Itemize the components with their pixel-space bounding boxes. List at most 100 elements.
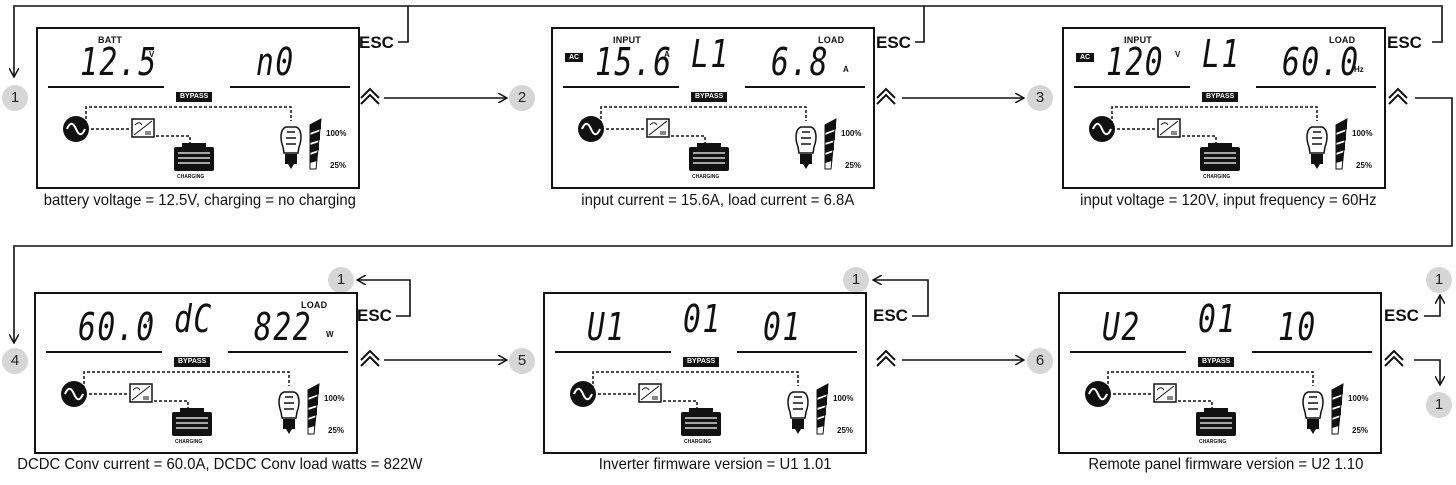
esc-loop-2	[408, 5, 925, 43]
left-unit: A	[664, 50, 670, 59]
esc-button-6[interactable]: ESC	[1384, 306, 1419, 325]
inverter-icon	[131, 118, 155, 138]
load-25-label: 25%	[837, 426, 854, 435]
left-unit: A	[147, 315, 153, 324]
left-divider	[563, 86, 679, 88]
inverter-icon	[1157, 118, 1181, 138]
middle-readout: 01	[1198, 297, 1237, 341]
load-level-bar-icon	[824, 118, 837, 170]
ac-source-icon	[61, 381, 87, 407]
charging-label: CHARGING	[692, 174, 720, 180]
charging-label: CHARGING	[177, 174, 205, 180]
battery-icon	[174, 143, 214, 171]
lcd-screen-6: U2 01 10 BYPASS	[1058, 292, 1382, 454]
power-flow-icons	[61, 371, 320, 436]
right-unit: A	[843, 65, 849, 74]
load-level-bar-icon	[1331, 383, 1344, 435]
middle-readout: dC	[174, 297, 213, 341]
inverter-icon	[638, 383, 662, 403]
left-divider	[555, 351, 671, 353]
power-flow-icons	[570, 371, 829, 436]
step-node-2: 2	[509, 85, 535, 111]
bulb-icon	[280, 126, 302, 169]
load-25-label: 25%	[1356, 161, 1373, 170]
lcd-screen-3: INPUT LOAD AC 120 V L1 60.0 Hz BYPASS	[1062, 27, 1386, 189]
bypass-indicator: BYPASS	[691, 92, 728, 102]
esc-return-6	[1424, 296, 1440, 317]
esc-button-1[interactable]: ESC	[359, 33, 394, 52]
bulb-icon	[1302, 391, 1324, 434]
left-unit: V	[1175, 50, 1181, 59]
bypass-indicator: BYPASS	[683, 357, 720, 367]
caption-5: Inverter firmware version = U1 1.01	[598, 456, 832, 473]
left-readout: 120	[1106, 40, 1165, 84]
charging-label: CHARGING	[684, 439, 712, 445]
left-divider	[1070, 351, 1186, 353]
esc-button-5[interactable]: ESC	[873, 306, 908, 325]
step-node-5: 5	[509, 348, 535, 374]
charging-label: CHARGING	[1199, 439, 1227, 445]
bypass-indicator: BYPASS	[174, 357, 211, 367]
right-readout: 10	[1278, 305, 1317, 349]
lcd-screen-4: LOAD 60.0 A dC 822 W BYPASS	[34, 292, 358, 454]
caption-2: input current = 15.6A, load current = 6.…	[581, 192, 855, 209]
right-readout: 822	[254, 305, 313, 349]
power-flow-icons	[63, 106, 322, 171]
caption-6: Remote panel firmware version = U2 1.10	[1088, 456, 1364, 473]
esc-button-2[interactable]: ESC	[876, 33, 911, 52]
load-100-label: 100%	[326, 129, 347, 138]
right-readout: 60.0	[1282, 40, 1360, 84]
lcd-screen-5: U1 01 01 BYPASS	[543, 292, 867, 454]
top-left-label: BATT	[98, 35, 123, 45]
power-flow-icons	[1085, 371, 1344, 436]
caption-1: battery voltage = 12.5V, charging = no c…	[43, 192, 356, 209]
step-node-4: 4	[2, 348, 28, 374]
top-left-label: INPUT	[613, 35, 641, 45]
load-25-label: 25%	[330, 161, 347, 170]
load-level-bar-icon	[1335, 118, 1348, 170]
esc-return-4	[358, 280, 411, 317]
left-divider	[1074, 86, 1190, 88]
up-chevron-icon-3	[1388, 87, 1408, 105]
power-flow-icons	[1089, 106, 1348, 171]
up-chevron-icon-6	[1384, 349, 1404, 367]
esc-button-4[interactable]: ESC	[357, 306, 392, 325]
load-25-label: 25%	[1352, 426, 1369, 435]
load-level-bar-icon	[816, 383, 829, 435]
right-readout: 6.8	[771, 40, 830, 84]
middle-readout: 01	[683, 297, 722, 341]
bypass-indicator: BYPASS	[176, 92, 213, 102]
ac-badge: AC	[565, 53, 584, 62]
return-node-3: 1	[1426, 267, 1452, 293]
battery-icon	[681, 408, 721, 436]
right-readout: 01	[763, 305, 802, 349]
load-100-label: 100%	[1352, 129, 1373, 138]
load-100-label: 100%	[833, 394, 854, 403]
up-chevron-icon-5	[876, 349, 896, 367]
ac-source-icon	[570, 381, 596, 407]
ac-source-icon	[1085, 381, 1111, 407]
right-divider	[230, 86, 350, 88]
left-unit: V	[149, 50, 155, 59]
esc-button-3[interactable]: ESC	[1387, 33, 1422, 52]
left-readout: 15.6	[595, 40, 673, 84]
battery-icon	[689, 143, 729, 171]
return-node-4: 1	[1426, 392, 1452, 418]
left-readout: 12.5	[80, 40, 158, 84]
power-flow-icons	[578, 106, 837, 171]
right-divider	[745, 86, 865, 88]
bypass-indicator: BYPASS	[1198, 357, 1235, 367]
lcd-screen-1: BATT 12.5 V n0 BYPASS	[36, 27, 360, 189]
right-divider	[228, 351, 348, 353]
battery-icon	[1196, 408, 1236, 436]
right-unit: W	[326, 330, 334, 339]
load-100-label: 100%	[324, 394, 345, 403]
right-readout: n0	[256, 40, 295, 84]
middle-readout: L1	[691, 32, 730, 76]
lcd-screen-2: INPUT LOAD AC 15.6 A L1 6.8 A BYPASS	[551, 27, 875, 189]
right-unit: Hz	[1354, 65, 1364, 74]
bulb-icon	[795, 126, 817, 169]
next-return-6	[1414, 359, 1440, 384]
return-node-2: 1	[843, 267, 869, 293]
